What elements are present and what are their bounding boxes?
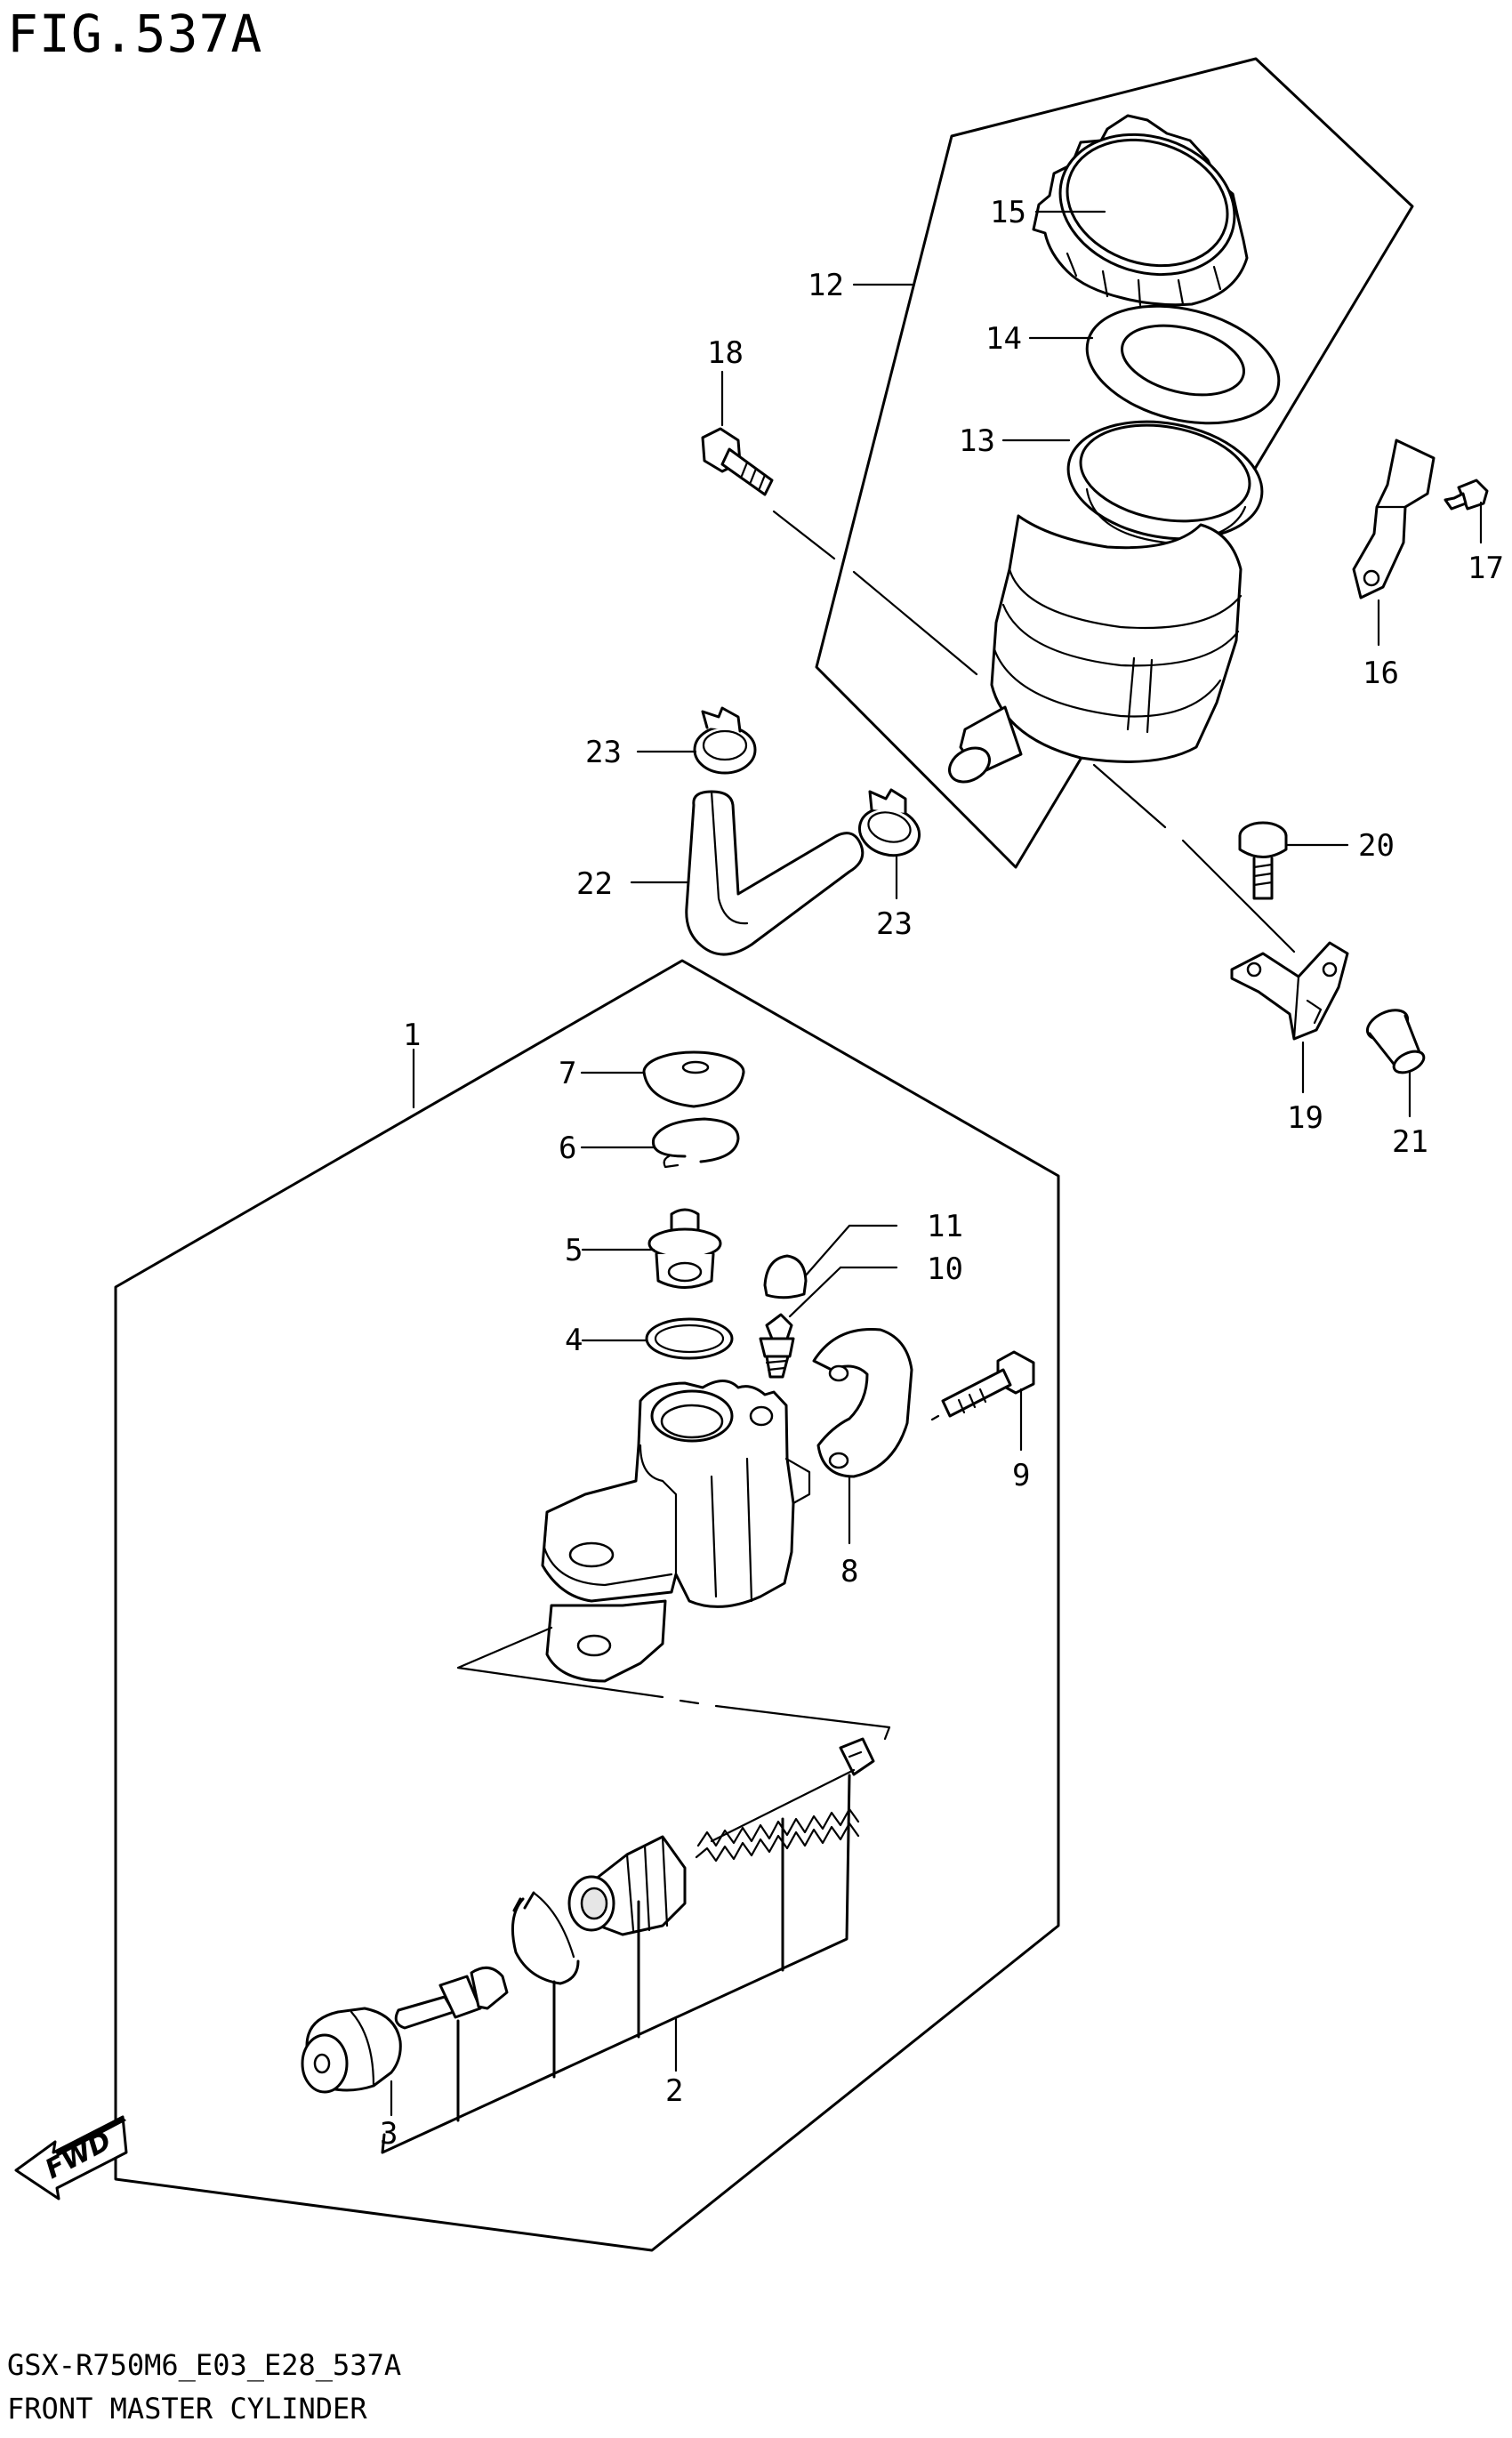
callout-numbers: 1 2 3 4 5 6 7 8 9 10 11 12 13 14 15 16 1… xyxy=(380,195,1504,2152)
callout-9: 9 xyxy=(1012,1458,1030,1493)
footer-code: GSX-R750M6_E03_E28_537A xyxy=(7,2348,402,2382)
callout-18: 18 xyxy=(707,335,744,371)
callout-15: 15 xyxy=(990,195,1026,230)
callout-22: 22 xyxy=(576,866,613,902)
grommet-21 xyxy=(1365,1009,1426,1074)
figure-title: FIG.537A xyxy=(7,4,263,64)
callout-12: 12 xyxy=(808,268,844,303)
callout-20: 20 xyxy=(1358,828,1395,864)
clamp-bolt xyxy=(930,1350,1035,1421)
callout-4: 4 xyxy=(565,1323,583,1358)
callout-5: 5 xyxy=(565,1233,583,1268)
callout-1: 1 xyxy=(403,1018,421,1053)
callout-21: 21 xyxy=(1392,1124,1428,1160)
dust-boot xyxy=(642,1050,745,1108)
callout-3: 3 xyxy=(380,2116,398,2152)
bracket-19 xyxy=(1230,941,1349,1041)
handlebar-clamp xyxy=(812,1327,913,1478)
callout-7: 7 xyxy=(559,1056,576,1091)
callout-11: 11 xyxy=(927,1209,963,1244)
callout-17: 17 xyxy=(1468,551,1504,586)
hose-clamp-lower xyxy=(857,788,921,857)
circlip-6 xyxy=(651,1117,740,1169)
callout-16: 16 xyxy=(1363,656,1399,691)
bolt-20 xyxy=(1238,821,1288,900)
hose-22 xyxy=(685,790,865,956)
leader-lines xyxy=(390,210,1483,2117)
piston-circlip xyxy=(511,1891,580,1985)
callout-19: 19 xyxy=(1287,1100,1323,1136)
screw-17 xyxy=(1444,479,1489,511)
callout-23-upper: 23 xyxy=(585,735,622,770)
master-cylinder-outline xyxy=(114,959,1060,2252)
screw-18 xyxy=(701,427,774,496)
bracket-axis xyxy=(1092,763,1296,953)
fwd-arrow-icon xyxy=(14,2115,128,2201)
rubber-boot-3 xyxy=(301,2007,402,2094)
callout-2: 2 xyxy=(665,2073,683,2109)
callout-13: 13 xyxy=(959,423,995,459)
piston-set-outline xyxy=(381,1774,851,2154)
hose-clamp-upper xyxy=(693,706,757,775)
master-cylinder-body xyxy=(541,1380,811,1683)
bracket-16 xyxy=(1352,439,1436,599)
callout-8: 8 xyxy=(840,1554,858,1589)
return-spring xyxy=(695,1737,875,1863)
push-rod xyxy=(394,1966,509,2030)
bleeder-cap xyxy=(763,1254,808,1299)
reservoir-connector xyxy=(647,1208,722,1289)
callout-10: 10 xyxy=(927,1251,963,1287)
callout-6: 6 xyxy=(559,1130,576,1166)
bleeder-valve xyxy=(759,1313,795,1379)
diaphragm xyxy=(1066,420,1264,544)
footer-title: FRONT MASTER CYLINDER xyxy=(7,2392,367,2426)
callout-23-lower: 23 xyxy=(876,906,913,942)
bolt-18-axis xyxy=(772,510,978,676)
bore-axis-lines xyxy=(456,1626,891,1741)
reservoir-cap xyxy=(1032,114,1249,307)
callout-14: 14 xyxy=(985,321,1022,357)
diaphragm-plate xyxy=(1085,304,1281,425)
reservoir-body xyxy=(948,514,1243,784)
piston xyxy=(567,1835,687,1936)
